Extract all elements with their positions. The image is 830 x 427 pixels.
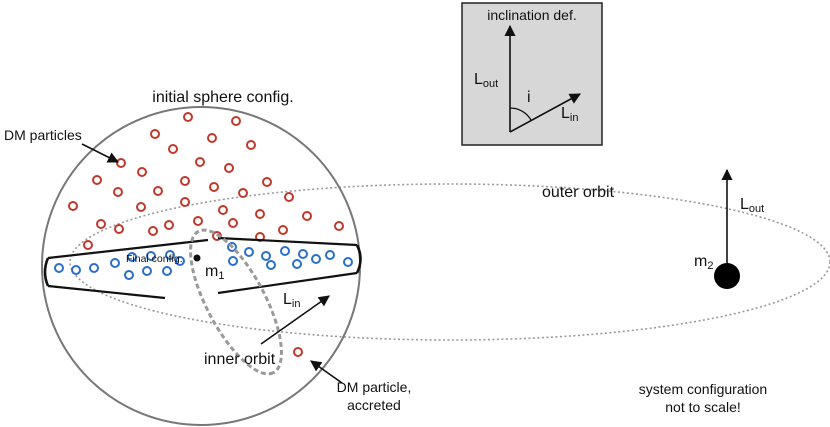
l-out-label: Lout: [740, 196, 764, 215]
accreted-arrow: [310, 360, 343, 384]
dm-particle-red: [68, 201, 78, 211]
dm-particle-blue: [89, 263, 99, 273]
dm-particle-red: [114, 224, 124, 234]
l-in-arrow: [260, 295, 330, 345]
inset-title: inclination def.: [487, 7, 577, 23]
dm-particle-red: [136, 202, 146, 212]
dm-particle-red: [278, 225, 288, 235]
dm-particle-red: [113, 187, 123, 197]
dm-particle-red: [183, 112, 193, 122]
l-in-label: Lin: [283, 291, 300, 310]
dm-particle-blue: [227, 242, 237, 252]
inset-l-in-label: Lin: [561, 105, 578, 124]
disk-left-edge: [43, 257, 50, 287]
accreted-label-line1: DM particle,: [337, 379, 412, 395]
dm-particle-red: [262, 177, 272, 187]
m1-point: [193, 254, 201, 262]
dm-particle-red: [255, 209, 265, 219]
dm-particle-red: [246, 140, 256, 150]
scale-note-line2: not to scale!: [665, 399, 741, 415]
dm-particle-blue: [280, 246, 290, 256]
dm-particle-red: [302, 211, 312, 221]
dm-particle-blue: [71, 265, 81, 275]
dm-particle-red: [180, 176, 190, 186]
inclination-angle-arc: [509, 107, 532, 121]
dm-particles-arrow: [81, 143, 120, 163]
dm-particle-blue: [165, 250, 175, 260]
dm-particle-blue: [146, 251, 156, 261]
disk-right-edge: [355, 244, 362, 274]
dm-particle-blue: [311, 254, 321, 264]
dm-particle-red: [193, 216, 203, 226]
dm-particle-red: [153, 186, 163, 196]
dm-particle-red: [116, 158, 126, 168]
blue-particle-group: [54, 242, 353, 280]
l-in-arrow-inset: [509, 93, 581, 133]
dm-particles-label: DM particles: [4, 127, 82, 143]
dm-particle-red: [83, 240, 93, 250]
dm-particle-red: [209, 182, 219, 192]
dm-particle-red: [207, 133, 217, 143]
inset-angle-label: i: [527, 89, 531, 106]
dm-particle-red: [195, 157, 205, 167]
dm-particle-red: [96, 219, 106, 229]
dm-particle-red: [284, 192, 294, 202]
inner-orbit-ellipse: [189, 228, 283, 376]
inset-l-out-label: Lout: [474, 71, 498, 90]
initial-sphere-label: initial sphere config.: [152, 89, 293, 106]
dm-particle-red: [164, 220, 174, 230]
inner-orbit-label: inner orbit: [204, 351, 276, 368]
dm-particle-red: [137, 167, 147, 177]
accreted-label-line2: accreted: [347, 397, 401, 413]
dm-particle-blue: [266, 260, 276, 270]
final-config-disk: Final config.: [43, 236, 362, 300]
dm-particle-red: [92, 175, 102, 185]
m1-label: m1: [205, 263, 224, 282]
final-config-label: Final config.: [126, 253, 183, 265]
outer-orbit-label: outer orbit: [542, 184, 615, 201]
dm-particle-red: [148, 226, 158, 236]
dm-particle-blue: [124, 270, 134, 280]
dm-particle-blue: [54, 263, 64, 273]
dm-particle-blue: [343, 257, 353, 267]
dm-particle-red: [231, 116, 241, 126]
dm-particle-blue: [325, 250, 335, 260]
disk-outline: [47, 236, 358, 300]
m2-label: m2: [694, 253, 713, 272]
dm-particle-red: [228, 218, 238, 228]
dm-particle-blue: [127, 252, 137, 262]
dm-particle-red: [150, 129, 160, 139]
inclination-inset: inclination def. Lout i Lin: [461, 2, 603, 146]
inset-box: [461, 2, 603, 146]
accreted-dm-particle: [293, 347, 303, 357]
dm-particle-blue: [244, 247, 254, 257]
dm-particle-red: [334, 221, 344, 231]
dm-particle-red: [224, 163, 234, 173]
dm-particle-blue: [162, 266, 172, 276]
dm-particle-red: [168, 144, 178, 154]
dm-particle-blue: [228, 256, 238, 266]
m2-body: [714, 263, 740, 289]
dm-particle-blue: [292, 259, 302, 269]
dm-particle-blue: [298, 249, 308, 259]
dm-particle-blue: [175, 256, 185, 266]
dm-particle-blue: [110, 258, 120, 268]
dm-particle-red: [238, 188, 248, 198]
dm-particle-red: [180, 197, 190, 207]
dm-particle-blue: [261, 251, 271, 261]
dm-particle-blue: [142, 266, 152, 276]
scale-note-line1: system configuration: [639, 381, 767, 397]
red-particle-group: [68, 112, 344, 250]
dm-particle-red: [218, 205, 228, 215]
